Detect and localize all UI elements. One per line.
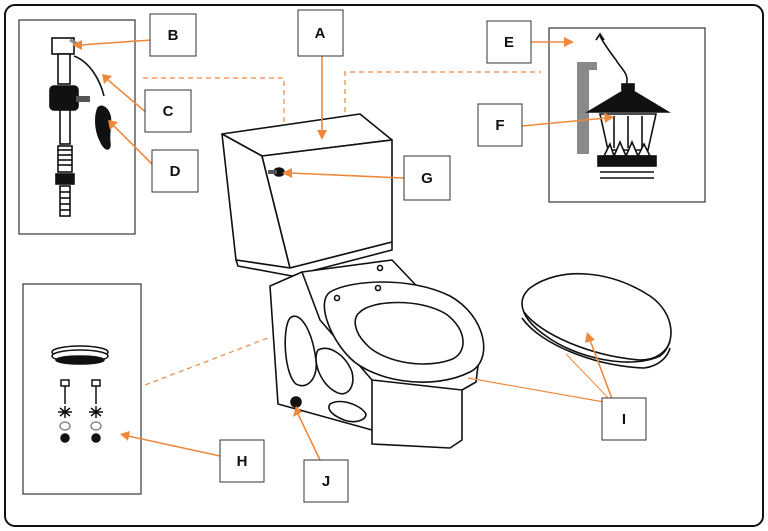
label-J-text: J: [322, 473, 330, 490]
label-G: G: [403, 155, 451, 201]
dashed-connectors: [143, 71, 541, 386]
label-I: I: [601, 397, 647, 441]
label-C-text: C: [163, 103, 174, 120]
label-H-text: H: [237, 453, 248, 470]
label-D-text: D: [170, 163, 181, 180]
label-F: F: [477, 103, 523, 147]
label-G-text: G: [421, 170, 433, 187]
label-D: D: [151, 149, 199, 193]
seat-lid: [521, 272, 672, 369]
label-A: A: [297, 9, 344, 57]
hardware-kit-panel: [22, 283, 142, 495]
flapper-icon: [577, 32, 671, 179]
toilet-illustration: [221, 113, 485, 449]
label-C: C: [144, 89, 192, 133]
flush-valve-panel: [548, 27, 706, 203]
bolts-and-wax-ring-icon: [51, 345, 109, 443]
label-F-text: F: [495, 117, 504, 134]
label-A-text: A: [315, 25, 326, 42]
label-H: H: [219, 439, 265, 483]
label-E-text: E: [504, 34, 514, 51]
label-I-text: I: [622, 411, 626, 428]
label-B-text: B: [168, 27, 179, 44]
outer-frame: [4, 4, 764, 527]
leader-lines: [72, 37, 615, 461]
floor-bolt-hole: [290, 396, 302, 408]
label-J: J: [303, 459, 349, 503]
label-B: B: [149, 13, 197, 57]
label-E: E: [486, 20, 532, 64]
fill-valve-panel: [18, 19, 136, 235]
